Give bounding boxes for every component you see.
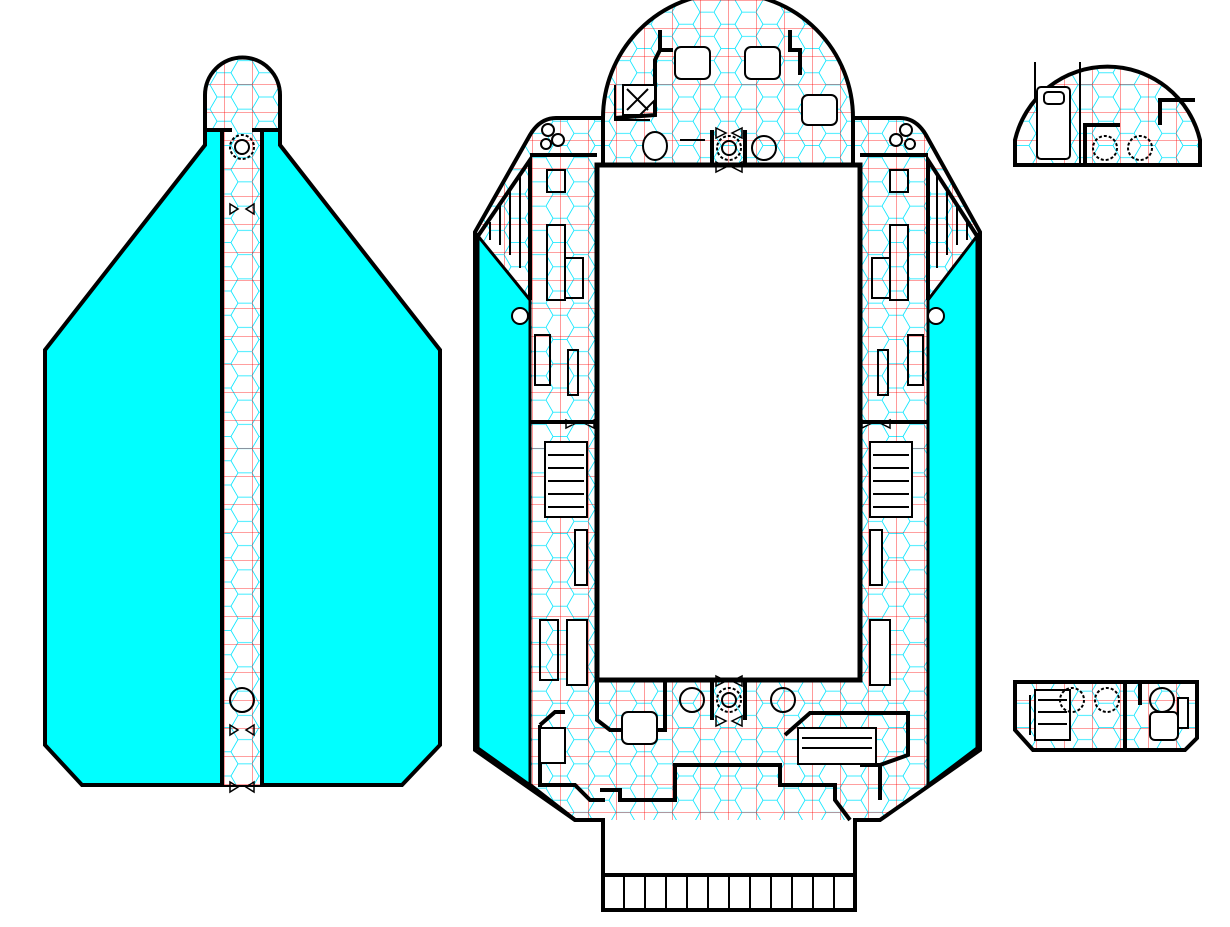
right-engine-machinery bbox=[869, 441, 913, 686]
door-icon[interactable] bbox=[229, 780, 255, 794]
hatch-icon[interactable] bbox=[1127, 135, 1153, 161]
left-engine-machinery bbox=[544, 441, 588, 686]
hatch-icon[interactable] bbox=[679, 687, 705, 713]
upper-deck-fragment bbox=[1013, 62, 1202, 167]
main-hull-outline bbox=[473, 0, 982, 912]
door-icon[interactable] bbox=[715, 126, 743, 174]
hatch-icon[interactable] bbox=[1059, 687, 1085, 713]
chair-icon[interactable] bbox=[674, 46, 711, 80]
bed-icon bbox=[1036, 86, 1071, 160]
shower-icon bbox=[622, 84, 656, 116]
door-icon[interactable] bbox=[229, 723, 255, 737]
ladder-hatch-icon[interactable] bbox=[716, 687, 742, 713]
door-icon[interactable] bbox=[715, 674, 743, 728]
hatch-icon[interactable] bbox=[751, 135, 777, 161]
hatch-icon[interactable] bbox=[1094, 687, 1120, 713]
ladder-hatch-icon[interactable] bbox=[716, 135, 742, 161]
chair-icon[interactable] bbox=[1149, 711, 1179, 741]
rear-grille bbox=[603, 873, 855, 910]
hatch-icon[interactable] bbox=[770, 687, 796, 713]
left-deck bbox=[43, 55, 442, 794]
ladder-hatch-icon[interactable] bbox=[229, 134, 255, 160]
hatch-icon[interactable] bbox=[1092, 135, 1118, 161]
toilet-icon bbox=[642, 131, 668, 161]
main-deck bbox=[473, 0, 982, 912]
ladder-hatch-icon[interactable] bbox=[229, 687, 255, 713]
chair-icon[interactable] bbox=[744, 46, 781, 80]
cargo-bay bbox=[594, 162, 863, 683]
workbench-icon bbox=[797, 727, 877, 765]
door-icon[interactable] bbox=[229, 202, 255, 216]
door-icon[interactable] bbox=[565, 418, 891, 430]
chair-icon[interactable] bbox=[801, 94, 838, 126]
lower-deck-fragment bbox=[1013, 680, 1199, 752]
chair-icon[interactable] bbox=[621, 711, 658, 745]
